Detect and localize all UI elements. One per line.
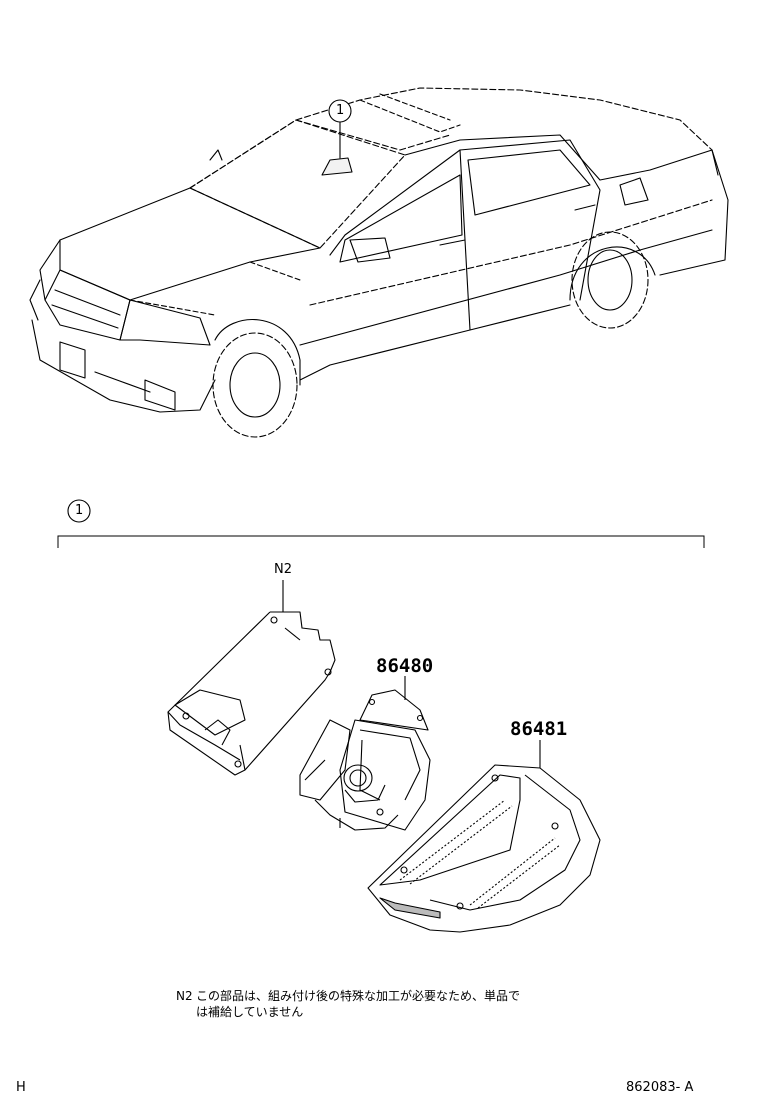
callout-number-top: 1	[336, 103, 345, 118]
footer-left-code: H	[16, 1080, 26, 1095]
part-number-camera: 86480	[376, 655, 434, 677]
callout-number-section: 1	[75, 503, 84, 518]
footer-diagram-id: 862083- A	[626, 1080, 694, 1095]
part-number-cover: 86481	[510, 718, 568, 740]
part-label-bracket: N2	[274, 562, 292, 577]
note-text-line2: は補給していません	[196, 1005, 304, 1019]
note-text-line1: この部品は、組み付け後の特殊な加工が必要なため、単品で	[196, 989, 521, 1003]
note-marker: N2	[176, 989, 193, 1003]
